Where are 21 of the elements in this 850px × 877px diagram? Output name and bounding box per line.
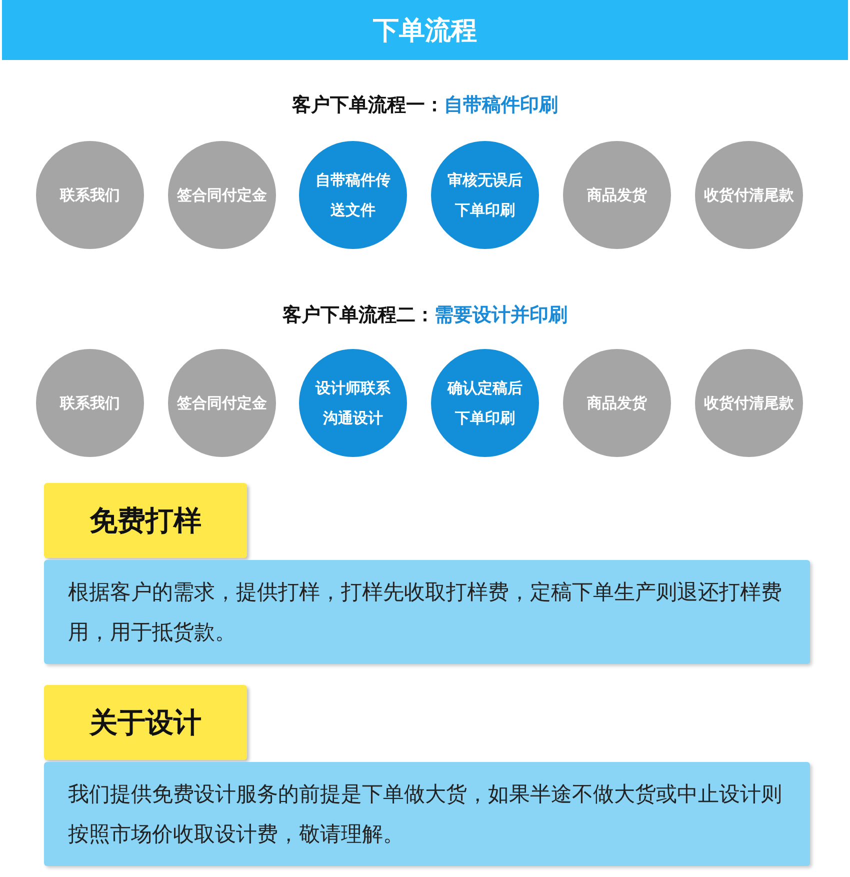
step-circle: 设计师联系沟通设计 (299, 349, 407, 457)
step-circle: 签合同付定金 (168, 141, 276, 249)
flow-heading: 客户下单流程二： (282, 303, 434, 328)
info-panel: 我们提供免费设计服务的前提是下单做大货，如果半途不做大货或中止设计则按照市场价收取设计费，敬请理解。 (44, 762, 810, 866)
step-circle: 收货付清尾款 (695, 141, 803, 249)
step-circle: 商品发货 (563, 349, 671, 457)
info-panel: 根据客户的需求，提供打样，打样先收取打样费，定稿下单生产则退还打样费用，用于抵货款。 (44, 560, 810, 664)
step-circle: 商品发货 (563, 141, 671, 249)
step-circle: 确认定稿后下单印刷 (431, 349, 539, 457)
flow-heading: 客户下单流程一： (292, 93, 444, 118)
step-circle: 收货付清尾款 (695, 349, 803, 457)
title-banner: 下单流程 (2, 0, 848, 60)
step-circle: 审核无误后下单印刷 (431, 141, 539, 249)
step-circle: 自带稿件传送文件 (299, 141, 407, 249)
step-circle: 签合同付定金 (168, 349, 276, 457)
section-tab: 关于设计 (44, 685, 247, 760)
step-circle: 联系我们 (36, 349, 144, 457)
flow-heading-highlight: 自带稿件印刷 (444, 93, 558, 118)
flow-heading-highlight: 需要设计并印刷 (434, 303, 568, 328)
section-tab: 免费打样 (44, 483, 247, 558)
step-circle: 联系我们 (36, 141, 144, 249)
